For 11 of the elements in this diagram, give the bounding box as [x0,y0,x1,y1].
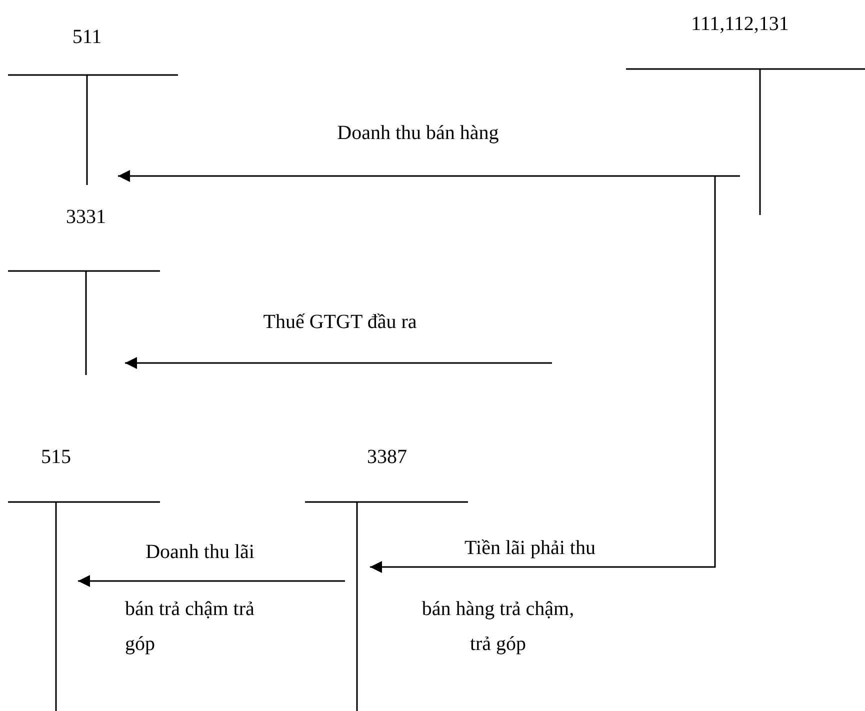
account-number: 111,112,131 [691,12,789,36]
arrow [118,170,740,182]
account-number: 3387 [367,445,407,469]
arrow [78,575,345,587]
account-number: 515 [41,445,71,469]
note-text: bán trả chậm trả góp [125,597,256,657]
arrow [370,176,716,573]
account-number: 511 [72,25,102,49]
account-number: 3331 [66,205,106,229]
note-text: bán hàng trả chậm, trả góp [420,597,576,657]
arrow [125,357,552,369]
